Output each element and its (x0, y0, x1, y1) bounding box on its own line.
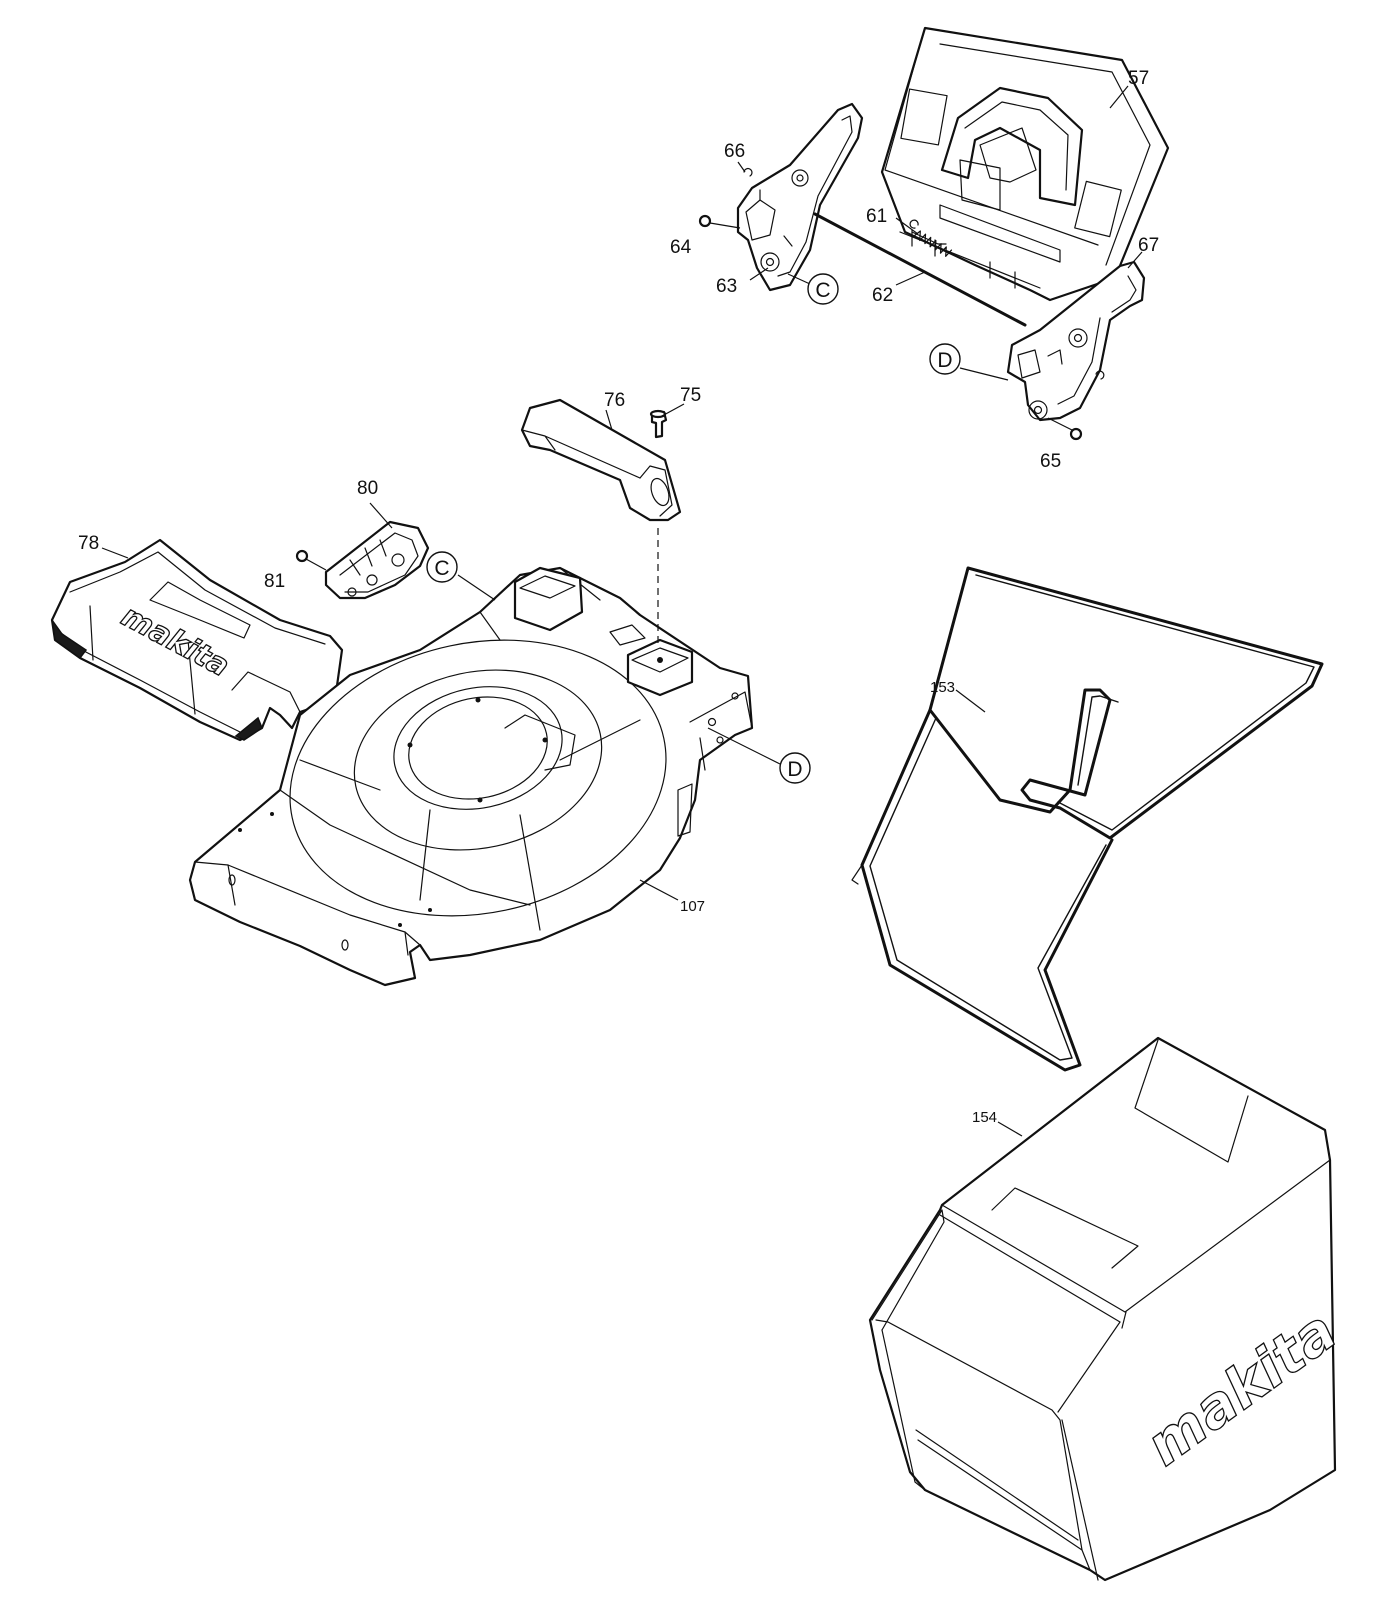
part-63-left-hinge-bracket (736, 102, 864, 292)
part-64-screw (698, 214, 741, 229)
part-57-rear-flap (880, 26, 1170, 302)
callout-76: 76 (604, 390, 625, 411)
ref-d-top: D (929, 343, 961, 375)
part-66-clip (743, 168, 753, 177)
callout-154: 154 (972, 1109, 997, 1126)
svg-text:D: D (787, 758, 802, 781)
part-107-mower-deck (188, 566, 754, 987)
callout-61: 61 (866, 206, 887, 227)
ref-c-top: C (807, 273, 839, 305)
part-76-handle-bracket (520, 398, 682, 522)
part-153-bag-frame (851, 566, 1324, 1072)
callout-107: 107 (680, 898, 705, 915)
callout-153: 153 (930, 679, 955, 696)
callout-75: 75 (680, 385, 701, 406)
part-78-front-cover: makita (50, 538, 344, 742)
svg-text:C: C (434, 557, 449, 580)
ref-d-deck: D (779, 752, 811, 784)
part-61-spring (909, 219, 953, 257)
callout-57: 57 (1128, 68, 1149, 89)
part-65-screw (1047, 417, 1083, 441)
callout-67: 67 (1138, 235, 1159, 256)
svg-text:C: C (815, 279, 830, 302)
part-67-clip (1095, 370, 1105, 380)
callout-62: 62 (872, 285, 893, 306)
callout-66: 66 (724, 141, 745, 162)
leader-lines (101, 85, 1143, 1137)
callout-64: 64 (670, 237, 692, 258)
callout-78: 78 (78, 533, 99, 554)
ref-c-deck: C (426, 551, 458, 583)
part-154-grass-bag: makita (868, 1036, 1349, 1582)
callout-80: 80 (357, 478, 378, 499)
part-67-right-hinge-bracket (1006, 260, 1146, 422)
part-81-screw (295, 549, 327, 571)
callout-63: 63 (716, 276, 737, 297)
callout-65: 65 (1040, 451, 1061, 472)
part-62-rod (813, 212, 1027, 327)
part-80-side-plate (324, 520, 430, 600)
svg-text:D: D (937, 349, 952, 372)
callout-81: 81 (264, 571, 285, 592)
